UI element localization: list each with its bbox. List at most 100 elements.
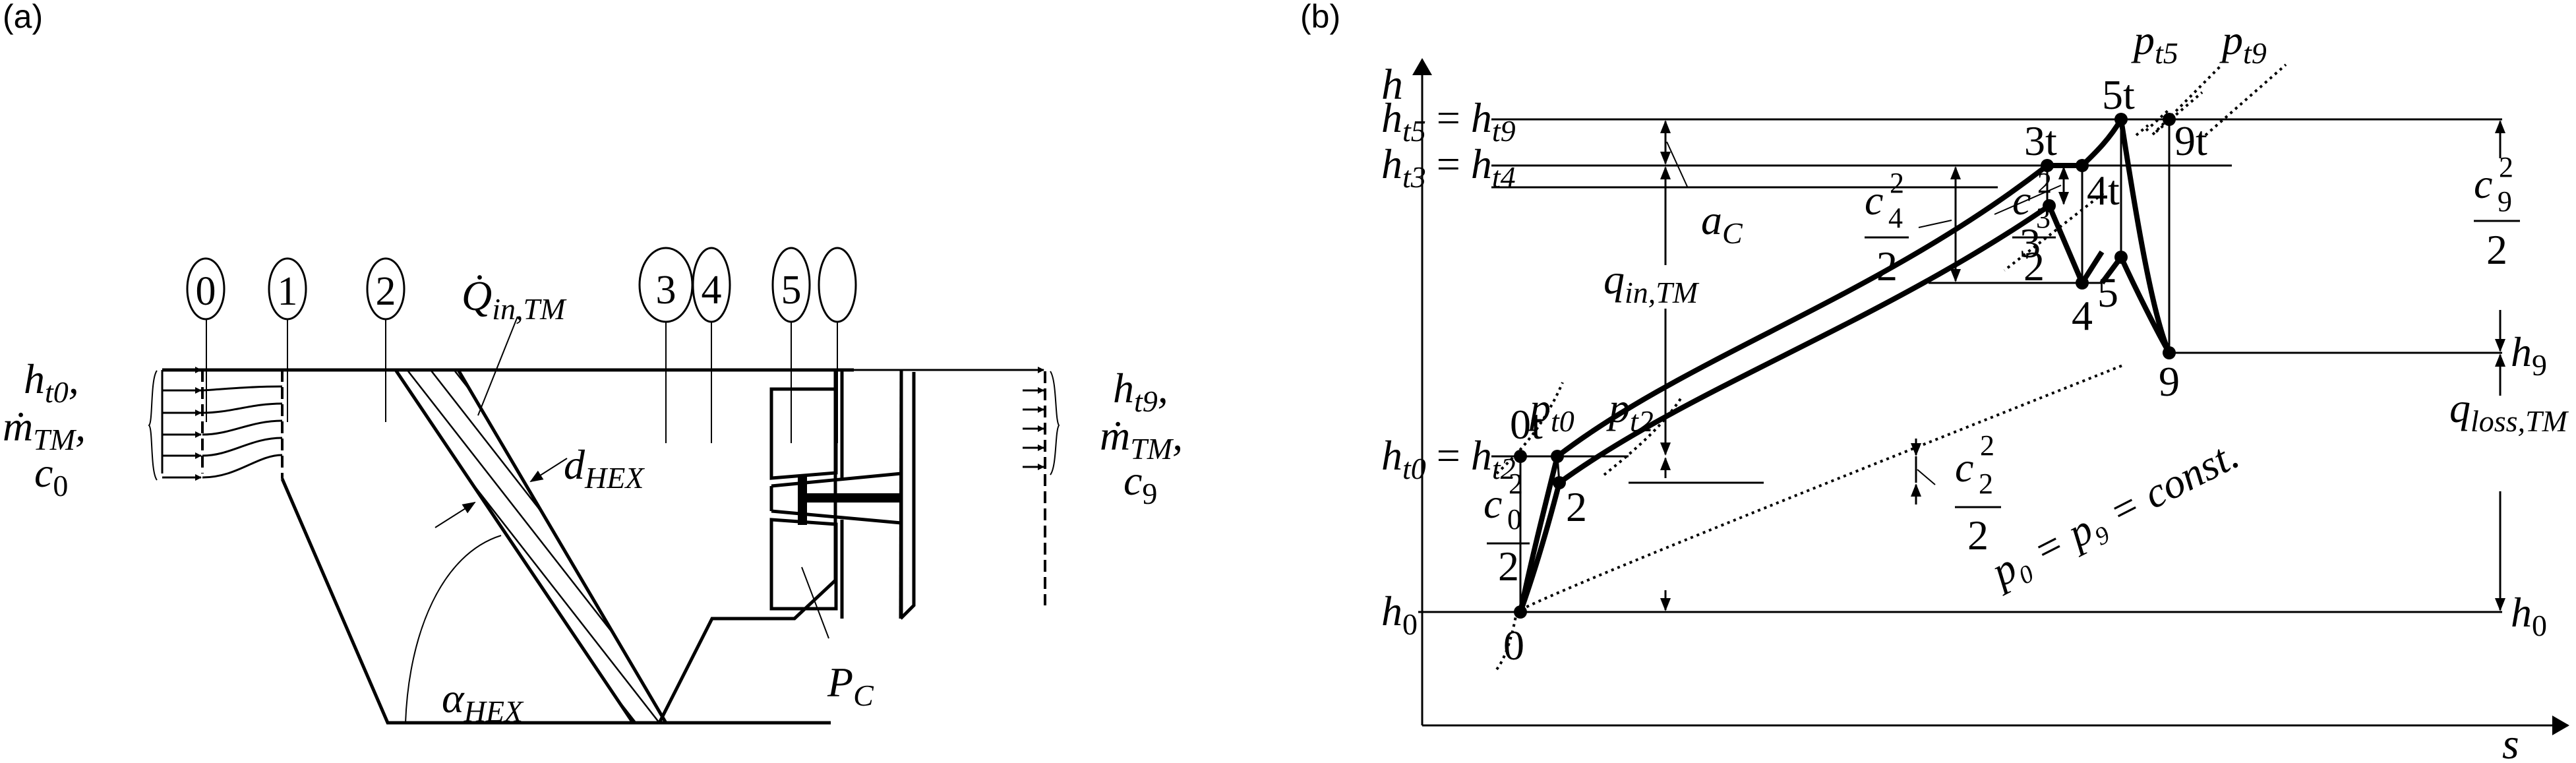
hex-thickness-arrow xyxy=(529,458,568,483)
level-label-ht3-ht4: ht3 = ht4 xyxy=(1381,140,1516,194)
hex-hatched-block xyxy=(392,368,669,725)
duct-lower-wall-left xyxy=(280,478,831,725)
svg-text:2: 2 xyxy=(2023,243,2045,290)
state-label-3: 3 xyxy=(2020,220,2041,266)
fraction-c3: c 2 3 2 xyxy=(2012,167,2056,290)
isobar-pt9 xyxy=(2204,63,2287,137)
state-label-4: 4 xyxy=(2072,292,2093,339)
svg-text:2: 2 xyxy=(1890,167,1904,199)
state-point-labels: 0 0t 2 3 3t 4 4t 5 5t 9 9t xyxy=(1503,71,2207,669)
isobar-pt0 xyxy=(1495,382,1564,475)
svg-text:3: 3 xyxy=(2036,202,2051,234)
svg-text:2: 2 xyxy=(1498,543,1519,590)
isobar-pt3 xyxy=(2003,192,2105,272)
svg-text:ht9,: ht9, xyxy=(1113,365,1168,418)
compressor-upper-blade xyxy=(769,387,838,480)
heat-exchanger: Q̇in,TM dHEX αHEX xyxy=(392,272,669,728)
svg-text:c: c xyxy=(1865,177,1883,224)
fraction-c4: c 2 4 2 xyxy=(1865,167,1909,290)
state-label-9: 9 xyxy=(2159,358,2180,405)
panel-a-label: (a) xyxy=(3,0,43,35)
compression-line xyxy=(2080,117,2124,168)
svg-text:2: 2 xyxy=(1979,468,1993,500)
inlet-arrows xyxy=(162,367,202,481)
compressor-power-label: PC xyxy=(827,659,874,712)
inlet-streamlines xyxy=(202,385,283,479)
outlet-state-label: ht9, ṁTM, c9 xyxy=(1100,365,1183,510)
compressor-shaft xyxy=(806,493,901,503)
panel-b-label: (b) xyxy=(1300,0,1340,35)
compressor-hub xyxy=(798,475,807,525)
svg-text:c: c xyxy=(2474,160,2492,207)
inlet-velocity-profile xyxy=(148,367,284,481)
isobar-pt5 xyxy=(2145,108,2171,132)
svg-text:2: 2 xyxy=(2499,151,2513,183)
hex-angle-arc xyxy=(405,535,502,723)
heat-in-leader xyxy=(477,316,518,416)
level-label-h9: h9 xyxy=(2511,328,2547,382)
svg-text:2: 2 xyxy=(1967,512,1989,559)
outlet-velocity-profile xyxy=(841,367,1060,620)
station-label: 3 xyxy=(656,268,676,313)
label-q-in: qin,TM xyxy=(1603,256,1700,309)
svg-text:2: 2 xyxy=(2037,167,2052,199)
isobar-label-pt5: pt5 xyxy=(2131,16,2178,70)
inlet-state-label: ht0, ṁTM, c0 xyxy=(3,355,86,503)
duct-outline xyxy=(162,368,854,725)
total-state-curve xyxy=(1518,163,2049,613)
outlet-brace xyxy=(1050,371,1060,475)
hex-thickness-label: dHEX xyxy=(564,441,645,495)
svg-text:c: c xyxy=(1483,480,1502,527)
svg-text:9: 9 xyxy=(2498,185,2512,218)
isobar-ambient xyxy=(1495,363,2125,671)
station-markers: 0 1 2 3 4 xyxy=(186,247,857,443)
station-1: 1 xyxy=(268,257,307,422)
isobars xyxy=(1495,63,2287,671)
level-label-ht0-ht2: ht0 = ht2 xyxy=(1381,432,1516,485)
station-label: 1 xyxy=(278,269,298,314)
state-label-5: 5 xyxy=(2097,269,2118,316)
hex-angle-label: αHEX xyxy=(442,675,524,728)
dimension-arrows xyxy=(1660,120,2505,611)
level-label-ht5-ht9: ht5 = ht9 xyxy=(1381,94,1516,148)
nozzle-total xyxy=(2118,119,2172,354)
svg-text:0: 0 xyxy=(1507,503,1522,535)
station-3: 3 xyxy=(638,247,694,443)
compressor-lower-blade xyxy=(769,518,838,611)
state-label-0: 0 xyxy=(1503,622,1524,669)
panel-b: (b) h s ht5 = ht9 ht3 = ht4 ht0 = ht2 h0… xyxy=(1300,0,2569,763)
isobar-label-ambient: p₀ = p₉ = const. xyxy=(1982,431,2246,596)
station-5: 5 xyxy=(771,247,811,443)
svg-text:ht0,: ht0, xyxy=(24,355,79,409)
power-leader xyxy=(801,566,829,639)
station-2: 2 xyxy=(366,257,405,422)
svg-text:2: 2 xyxy=(1509,468,1523,500)
fraction-c9: c 2 9 2 xyxy=(2474,151,2520,273)
panel-a: (a) 0 1 2 3 xyxy=(3,0,1183,728)
h-axis-label: h xyxy=(1381,61,1403,109)
state-label-9t: 9t xyxy=(2174,117,2207,164)
s-axis-label: s xyxy=(2502,720,2519,763)
station-label: 4 xyxy=(702,268,722,313)
svg-text:c9: c9 xyxy=(1123,457,1157,510)
state-label-3t: 3t xyxy=(2024,117,2057,164)
level-label-h0-left: h0 xyxy=(1381,588,1418,641)
inlet-brace xyxy=(148,370,158,481)
svg-text:c: c xyxy=(1955,444,1973,491)
label-q-loss: qloss,TM xyxy=(2449,384,2569,438)
svg-text:ṁTM,: ṁTM, xyxy=(1100,412,1183,466)
svg-text:c0: c0 xyxy=(34,449,68,503)
isobar-pt2 xyxy=(1603,394,1684,476)
svg-text:2: 2 xyxy=(1980,429,1994,462)
state-label-0t: 0t xyxy=(1510,401,1543,448)
level-label-h0-right: h0 xyxy=(2511,589,2547,642)
isobar-label-pt9: pt9 xyxy=(2219,16,2267,70)
state-label-2: 2 xyxy=(1566,483,1587,530)
fraction-c0: c 2 0 2 xyxy=(1483,468,1530,590)
svg-text:2: 2 xyxy=(2486,226,2507,273)
svg-text:4: 4 xyxy=(1888,202,1903,234)
state-label-5t: 5t xyxy=(2102,71,2135,118)
enthalpy-level-lines xyxy=(1418,118,2502,613)
station-0: 0 xyxy=(186,257,225,422)
